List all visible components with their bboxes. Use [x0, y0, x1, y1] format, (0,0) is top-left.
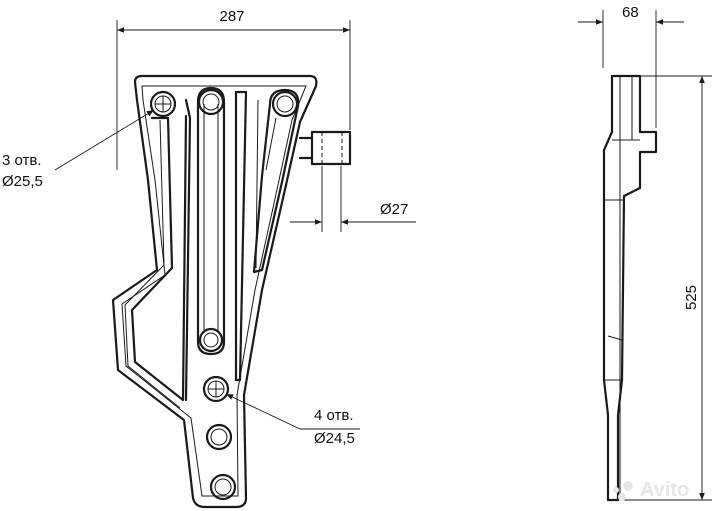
- right-slot: [252, 88, 300, 274]
- avito-watermark: Avito: [613, 479, 689, 501]
- height-dimension: 525: [620, 75, 712, 501]
- width-dimension: 287: [116, 8, 351, 170]
- plate-inner-edge: [121, 85, 307, 497]
- pin-diameter-dimension: Ø27: [290, 166, 416, 232]
- front-view: 287 Ø27 3 отв. Ø25,5 4 отв. Ø24,5: [2, 8, 416, 509]
- pin-diameter-label: Ø27: [380, 201, 408, 218]
- bottom-holes-diameter: Ø24,5: [314, 430, 355, 447]
- top-holes-count: 3 отв.: [2, 152, 42, 169]
- top-holes-diameter: Ø25,5: [2, 173, 43, 190]
- pin: [298, 130, 352, 166]
- bottom-holes-callout: 4 отв. Ø24,5: [225, 393, 360, 447]
- width-dim-label: 287: [219, 8, 244, 25]
- height-label: 525: [683, 285, 700, 310]
- watermark-text: Avito: [640, 479, 689, 501]
- thickness-dimension: 68: [578, 4, 684, 128]
- strut-slot-left: [130, 114, 188, 402]
- top-holes-callout: 3 отв. Ø25,5: [2, 109, 155, 190]
- center-slot: [196, 86, 226, 356]
- thickness-label: 68: [622, 4, 639, 21]
- bottom-holes-count: 4 отв.: [314, 407, 354, 424]
- plate-outline: [111, 74, 318, 509]
- bottom-holes: [198, 327, 237, 501]
- side-view: 68 525: [578, 4, 712, 502]
- top-holes: [149, 88, 299, 118]
